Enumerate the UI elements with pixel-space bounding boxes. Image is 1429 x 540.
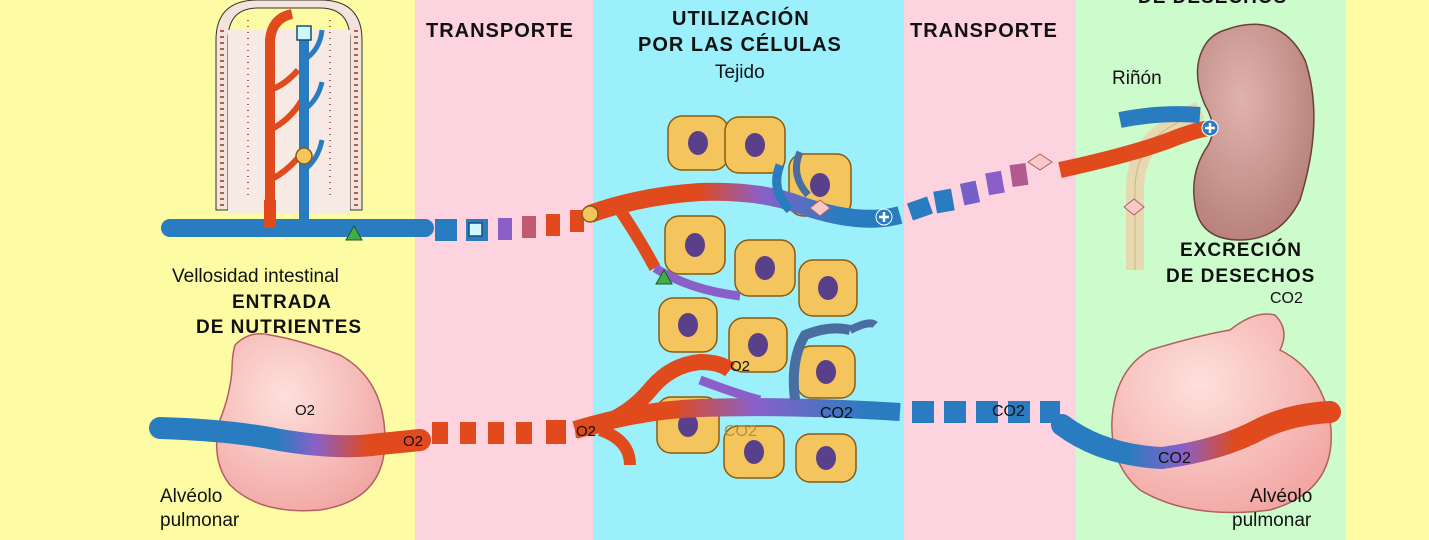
pink-band-left [415,0,593,540]
entry-label-line1: ENTRADA [232,292,332,313]
cell-nucleus [748,333,768,357]
cell-nucleus [678,313,698,337]
entry-label-line2: DE NUTRIENTES [196,317,363,338]
nutrient-square-marker [296,25,312,41]
cell-nucleus [685,233,705,257]
transport-vessel-bottom-right [912,401,1060,423]
cell-nucleus [810,173,830,197]
cell-nucleus [688,131,708,155]
co2-alveolus-right: CO2 [1158,450,1191,467]
excretion-label-line2: DE DESECHOS [1166,266,1316,287]
cell-nucleus [678,413,698,437]
excretion-label-line1: EXCRECIÓN [1180,240,1302,261]
yellow-band-right [1346,0,1429,540]
cell-nucleus [755,256,775,280]
top-right-partial-header: DE DESECHOS [1138,0,1287,9]
tissue-label: Tejido [715,62,765,83]
cell-nucleus [816,446,836,470]
nutrient-triangle-marker [345,224,363,241]
o2-cell: O2 [730,358,751,375]
transport-vessel-bottom-left [432,420,566,444]
transport-right-header: TRANSPORTE [910,20,1058,42]
intestinal-villus [161,0,434,241]
transport-vessel-top-left [435,210,584,241]
o2-alveolus-left: O2 [295,402,316,419]
cell-nucleus [816,360,836,384]
cell-nucleus [818,276,838,300]
co2-vessel-tissue: CO2 [820,405,853,422]
cell-nucleus [744,440,764,464]
co2-cell: CO2 [724,423,757,440]
tissue-cells [656,115,858,483]
tissue-vessel-bottom [572,319,901,466]
transport-vessel-top-right [907,153,1053,221]
pink-band-right [904,0,1076,540]
utilization-header-line2: POR LAS CÉLULAS [638,34,842,56]
transport-left-header: TRANSPORTE [426,20,574,42]
co2-top-right: CO2 [1270,290,1303,307]
nutrient-circle-marker [295,147,313,165]
alveolus-left [149,333,431,512]
cell-nucleus [745,133,765,157]
alveolus-right-label-line1: Alvéolo [1250,486,1313,507]
alveolus-left-label-line2: pulmonar [160,510,240,531]
alveolus-left-label-line1: Alvéolo [160,486,223,507]
utilization-header-line1: UTILIZACIÓN [672,8,810,30]
alveolus-right-label-line2: pulmonar [1232,510,1312,531]
o2-vessel-left: O2 [403,433,424,450]
kidney [1058,23,1315,270]
o2-vessel-tissue: O2 [576,423,597,440]
co2-transport-right: CO2 [992,403,1025,420]
tissue-vessel-top [581,150,903,301]
kidney-label: Riñón [1112,68,1162,89]
villus-label: Vellosidad intestinal [172,266,339,287]
alveolus-right [1051,313,1341,514]
